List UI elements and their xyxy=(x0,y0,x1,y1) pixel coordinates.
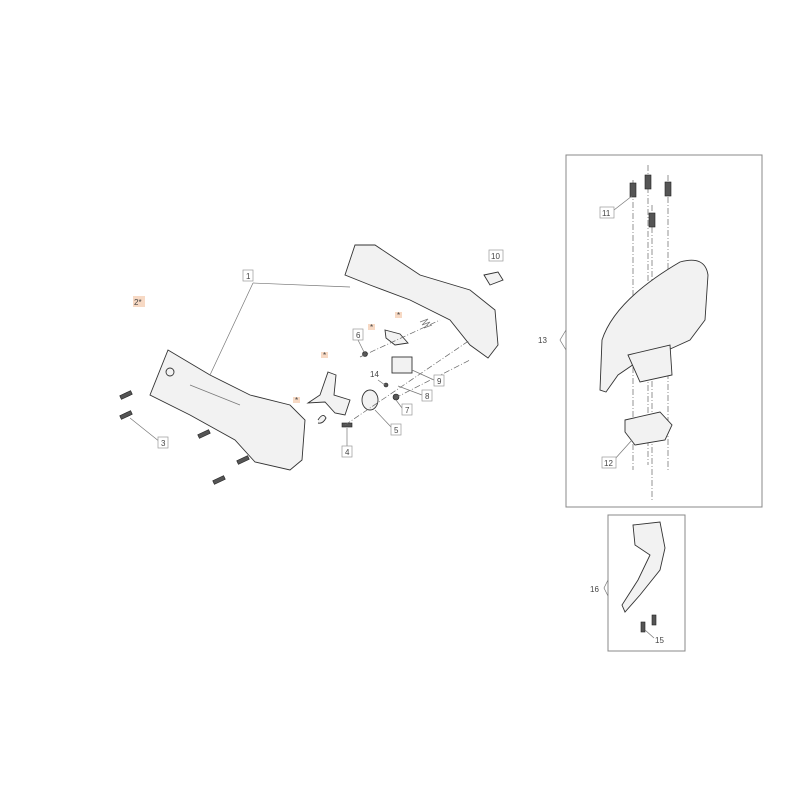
clamp-collar xyxy=(361,389,379,411)
callout-15: 15 xyxy=(655,636,664,645)
connector xyxy=(483,271,504,286)
lock-lever xyxy=(384,329,409,346)
callout-8: 8 xyxy=(421,389,433,402)
svg-text:10: 10 xyxy=(491,252,500,261)
svg-text:11: 11 xyxy=(602,209,611,218)
svg-text:6: 6 xyxy=(356,331,361,340)
svg-text:5: 5 xyxy=(394,426,399,435)
svg-text:2*: 2* xyxy=(134,298,142,307)
screw-14 xyxy=(383,382,389,388)
callout-3: 3 xyxy=(157,436,169,449)
loop-handle-assembly xyxy=(599,165,709,500)
trigger xyxy=(306,371,351,416)
svg-text:9: 9 xyxy=(437,377,442,386)
auxiliary-grip xyxy=(621,521,666,633)
callout-1: 1 xyxy=(242,269,254,282)
callout-14: 14 xyxy=(370,370,379,379)
callout-11: 11 xyxy=(599,206,615,219)
svg-text:13: 13 xyxy=(538,336,547,345)
svg-text:3: 3 xyxy=(161,439,166,448)
switch xyxy=(391,356,413,374)
svg-text:*: * xyxy=(397,311,400,320)
bracket-16 xyxy=(603,579,609,597)
callout-2: 2* xyxy=(133,296,145,307)
callout-9: 9 xyxy=(433,374,445,387)
svg-text:14: 14 xyxy=(370,370,379,379)
handle-upper-half xyxy=(344,244,499,359)
nut-7 xyxy=(392,393,400,401)
svg-text:16: 16 xyxy=(590,585,599,594)
callout-7: 7 xyxy=(401,403,413,416)
callout-5: 5 xyxy=(390,423,402,436)
spring xyxy=(419,318,433,329)
callout-6: 6 xyxy=(352,328,364,341)
svg-text:15: 15 xyxy=(655,636,664,645)
callout-16: 16 xyxy=(590,585,599,594)
svg-text:*: * xyxy=(323,351,326,360)
spring-clip xyxy=(317,415,327,424)
svg-text:4: 4 xyxy=(345,448,350,457)
svg-text:1: 1 xyxy=(246,272,251,281)
svg-text:12: 12 xyxy=(604,459,613,468)
loop-handle-frame xyxy=(607,514,686,652)
callout-12: 12 xyxy=(601,456,617,469)
bracket-13 xyxy=(559,329,567,351)
svg-text:*: * xyxy=(370,323,373,332)
screws-3 xyxy=(119,390,250,485)
callout-4: 4 xyxy=(341,445,353,458)
callout-13: 13 xyxy=(538,336,547,345)
handle-lower-half xyxy=(149,349,306,471)
svg-text:7: 7 xyxy=(405,406,410,415)
pin xyxy=(341,422,353,428)
svg-text:*: * xyxy=(295,396,298,405)
highlight-markers: * * * * xyxy=(293,311,402,405)
handle-assembly-frame xyxy=(565,154,763,508)
svg-text:8: 8 xyxy=(425,392,430,401)
callout-10: 10 xyxy=(488,249,504,262)
